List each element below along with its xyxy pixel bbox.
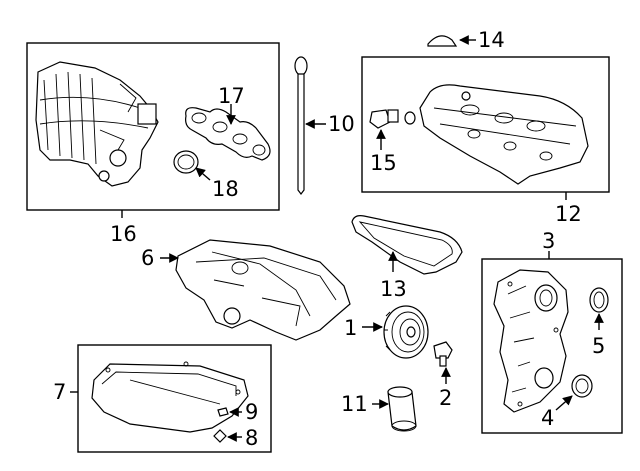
lower-oil-pan-group: 9 8 [70,344,272,453]
dipstick-part [294,56,308,195]
oil-filler-cap-part [427,35,458,47]
label-15: 15 [370,151,397,175]
label-18: 18 [212,177,239,201]
label-7: 7 [53,380,66,404]
pulley-bolt-part [433,341,453,367]
crankshaft-seal-part [571,374,593,398]
drain-plug-part [213,429,227,443]
label-6: 6 [141,246,154,270]
intake-manifold-box [26,42,280,211]
label-14: 14 [478,28,505,52]
pcv-valve-part [369,109,416,129]
label-2: 2 [439,386,452,410]
upper-oil-pan-part [175,239,351,341]
intake-manifold-group: 17 18 [26,42,280,218]
label-16: 16 [110,222,137,246]
label-13: 13 [380,277,407,301]
throttle-body-gasket-part [173,150,199,174]
intake-manifold-part [35,61,159,187]
label-11: 11 [341,392,368,416]
label-17: 17 [218,84,245,108]
timing-cover-group: 5 4 [481,251,623,434]
label-12: 12 [555,202,582,226]
label-5: 5 [592,334,605,358]
lower-oil-pan-box [77,344,272,453]
oil-filter-part [387,386,417,432]
valve-cover-part [419,84,589,185]
lower-oil-pan-part [91,361,249,433]
timing-cover-box [481,258,623,434]
label-3: 3 [542,229,555,253]
timing-cover-part [493,269,569,413]
camshaft-seal-part [589,287,609,313]
label-1: 1 [344,316,357,340]
valve-cover-gasket-part [351,215,463,275]
label-4: 4 [541,406,554,430]
label-8: 8 [245,426,258,450]
label-9: 9 [245,400,258,424]
intake-gasket-set-part [185,107,271,161]
drain-plug-gasket-part [217,407,229,417]
label-10: 10 [328,112,355,136]
crankshaft-pulley-part [383,305,429,359]
valve-cover-box [361,56,610,193]
valve-cover-group: 15 [361,56,610,200]
